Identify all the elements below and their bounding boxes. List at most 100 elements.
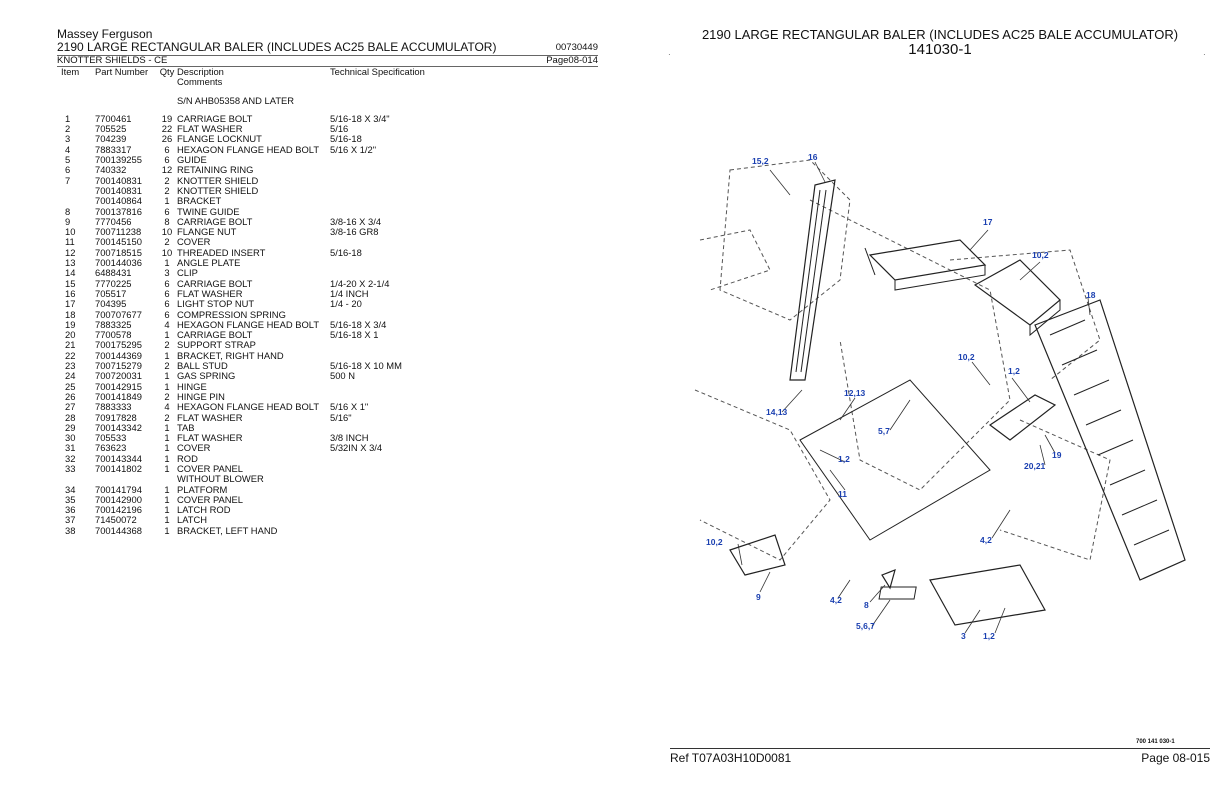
callout-label: 14,13	[766, 407, 788, 417]
cell-part: 700140831	[95, 184, 142, 196]
cell-spec: 5/16-18	[330, 246, 362, 258]
bracket-right-hand	[973, 259, 1061, 326]
callout-label: 10,2	[958, 352, 975, 362]
cell-desc: ANGLE PLATE	[177, 257, 241, 269]
twine-guide-bracket	[729, 534, 786, 576]
cell-item: 38	[65, 524, 76, 536]
cell-item: 18	[65, 308, 76, 320]
cell-desc: BRACKET, RIGHT HAND	[177, 349, 284, 361]
cell-item: 36	[65, 504, 76, 516]
cell-spec	[330, 382, 425, 392]
cell-qty: 4	[164, 318, 170, 330]
cell-part: 704395	[95, 298, 127, 310]
callout-label: 8	[864, 600, 869, 610]
cell-spec: 5/16 X 1"	[330, 401, 369, 413]
cell-part: 700140864	[95, 195, 142, 207]
cell-item: 12	[65, 246, 76, 258]
cell-desc: LATCH	[177, 514, 208, 526]
callout-label: 19	[1052, 450, 1062, 460]
callout-label: 16	[808, 152, 818, 162]
cell-part: 700143344	[95, 452, 142, 464]
cell-item: 8	[65, 205, 71, 217]
cell-desc: HINGE PIN	[177, 390, 225, 402]
cell-part: 700141802	[95, 462, 142, 474]
latch	[881, 569, 896, 590]
cell-item: 26	[65, 390, 76, 402]
section-row: KNOTTER SHIELDS - CE Page08-014	[57, 56, 598, 67]
title-row: 2190 LARGE RECTANGULAR BALER (INCLUDES A…	[57, 41, 598, 56]
cell-desc: HINGE	[177, 380, 207, 392]
cell-qty: 2	[164, 339, 170, 351]
cell-item: 29	[65, 421, 76, 433]
cell-part: 7883325	[95, 318, 132, 330]
cell-item: 31	[65, 442, 76, 454]
page-ref: Page08-014	[546, 55, 598, 66]
cell-item: 10	[65, 226, 76, 238]
cell-item: 30	[65, 432, 76, 444]
cell-desc: CARRIAGE BOLT	[177, 277, 253, 289]
cell-desc: HEXAGON FLANGE HEAD BOLT	[177, 401, 320, 413]
cell-part: 6488431	[95, 267, 132, 279]
callout-label: 20,21	[1024, 461, 1046, 471]
cell-spec	[330, 485, 425, 495]
cell-item: 34	[65, 483, 76, 495]
cell-desc: GUIDE	[177, 154, 207, 166]
cell-item: 28	[65, 411, 76, 423]
platform	[868, 239, 987, 281]
cell-spec: 5/16 X 1/2"	[330, 143, 377, 155]
cell-spec: 5/16-18 X 10 MM	[330, 360, 402, 372]
cell-qty: 6	[164, 154, 170, 166]
cell-qty: 1	[164, 462, 170, 474]
cell-spec	[330, 258, 425, 268]
cell-item: 5	[65, 154, 71, 166]
cell-qty: 4	[164, 401, 170, 413]
cell-part: 700141849	[95, 390, 142, 402]
cell-qty: 2	[164, 360, 170, 372]
callout-label: 9	[756, 592, 761, 602]
cell-desc: GAS SPRING	[177, 370, 236, 382]
cell-desc: FLAT WASHER	[177, 123, 243, 135]
cell-spec	[330, 196, 425, 206]
diagram-title-block: 2190 LARGE RECTANGULAR BALER (INCLUDES A…	[660, 27, 1220, 58]
cell-desc: HEXAGON FLANGE HEAD BOLT	[177, 143, 320, 155]
cell-spec	[330, 515, 425, 525]
cell-item: 33	[65, 462, 76, 474]
cell-item: 35	[65, 493, 76, 505]
cell-qty: 2	[164, 390, 170, 402]
knotter-shield-tall	[789, 179, 836, 381]
cell-item: 3	[65, 133, 71, 145]
cell-qty: 1	[164, 370, 170, 382]
cell-qty: 1	[164, 432, 170, 444]
cell-spec: 5/16	[330, 123, 349, 135]
cell-qty: 1	[164, 524, 170, 536]
cell-part: 700143342	[95, 421, 142, 433]
cell-part: 700140831	[95, 174, 142, 186]
cell-qty: 22	[161, 123, 173, 135]
cell-item: 17	[65, 298, 76, 310]
cell-part: 700715279	[95, 360, 142, 372]
cell-spec: 5/32IN X 3/4	[330, 442, 383, 454]
cell-desc: FLAT WASHER	[177, 411, 243, 423]
cell-desc: COVER PANEL	[177, 493, 243, 505]
cell-qty: 8	[164, 215, 170, 227]
cell-part: 7700461	[95, 112, 132, 124]
cell-spec	[330, 454, 425, 464]
bottom-platform	[929, 564, 1046, 626]
cell-qty: 1	[164, 421, 170, 433]
col-description: Description	[177, 66, 224, 77]
col-comments: Comments	[177, 76, 223, 88]
